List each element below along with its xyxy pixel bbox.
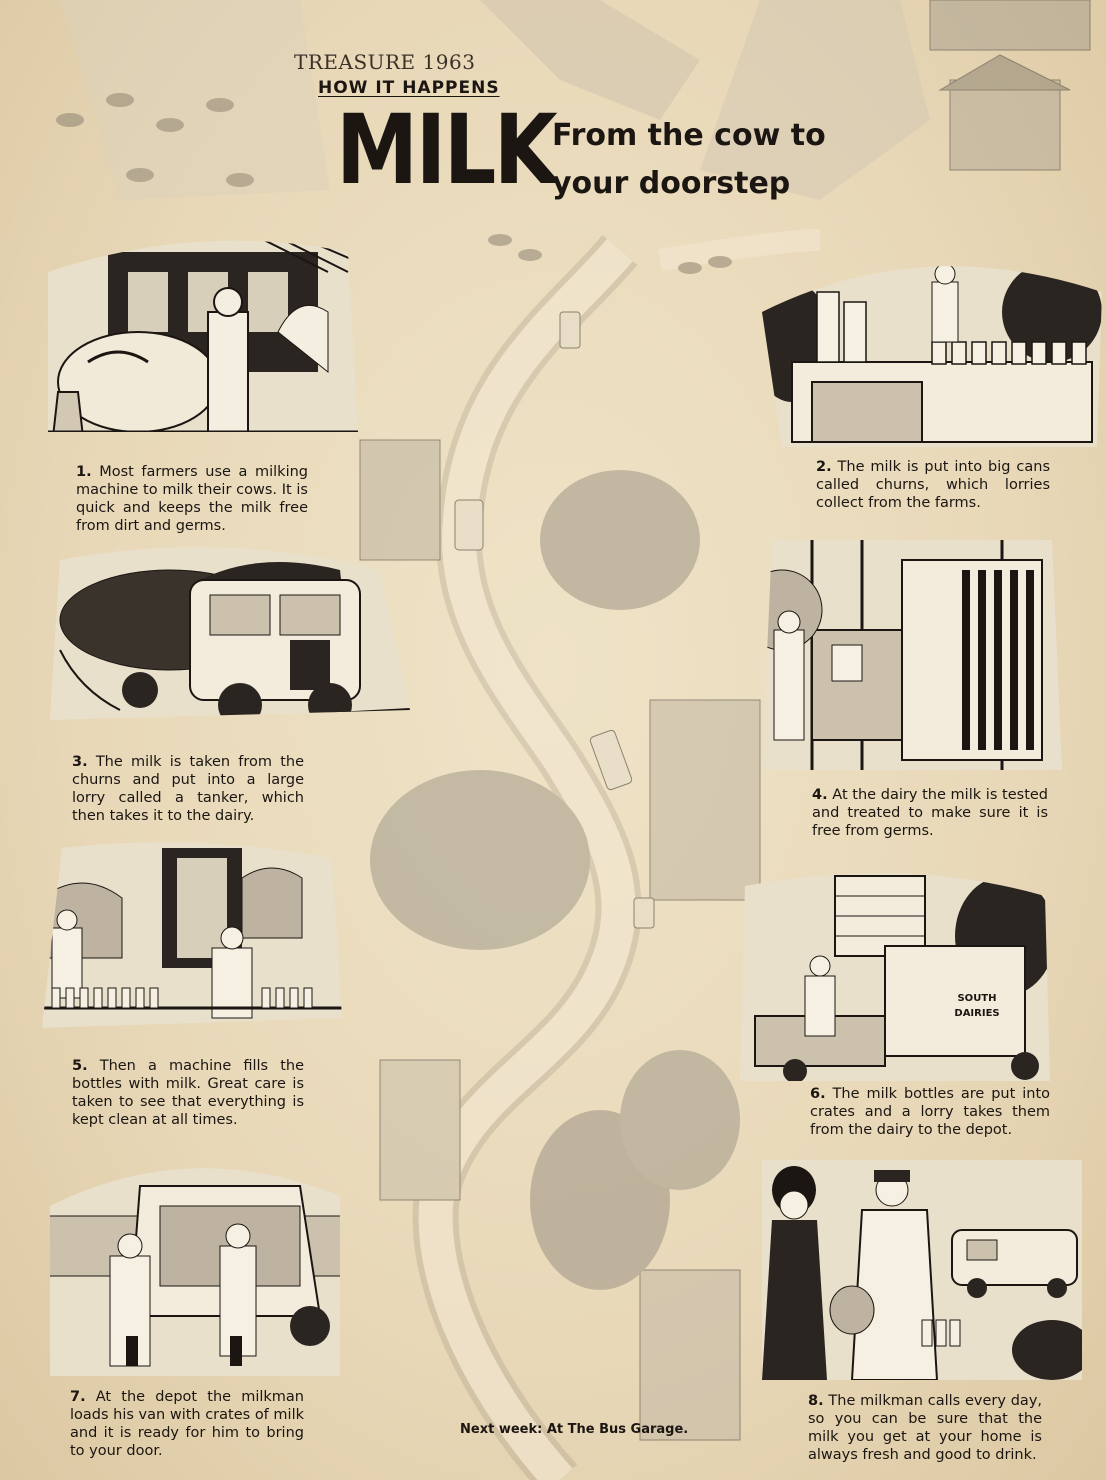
step-5-illustration	[42, 838, 342, 1048]
subtitle-line-2: your doorstep	[552, 166, 791, 201]
series-title: HOW IT HAPPENS	[318, 78, 500, 98]
step-text: The milk bottles are put into crates and…	[810, 1086, 1050, 1138]
lorry-sign: SOUTH	[957, 993, 996, 1004]
step-4-illustration	[752, 530, 1062, 780]
step-number: 7.	[70, 1389, 86, 1405]
step-6-caption: 6. The milk bottles are put into crates …	[810, 1085, 1050, 1139]
step-text: The milkman calls every day, so you can …	[808, 1393, 1043, 1463]
step-number: 2.	[816, 459, 832, 475]
step-number: 8.	[808, 1393, 824, 1409]
step-3-illustration	[40, 540, 410, 740]
step-number: 3.	[72, 754, 88, 770]
magazine-masthead: TREASURE 1963	[294, 50, 476, 74]
step-text: At the dairy the milk is tested and trea…	[812, 787, 1049, 839]
step-number: 1.	[76, 464, 92, 480]
page-title: MILK	[336, 94, 558, 206]
step-3-caption: 3. The milk is taken from the churns and…	[72, 753, 304, 825]
subtitle-line-1: From the cow to	[552, 118, 826, 153]
step-8-caption: 8. The milkman calls every day, so you c…	[808, 1392, 1042, 1464]
step-text: The milk is put into big cans called chu…	[816, 459, 1051, 511]
step-number: 4.	[812, 787, 828, 803]
step-text: Then a machine fills the bottles with mi…	[72, 1058, 305, 1128]
step-text: At the depot the milkman loads his van w…	[70, 1389, 304, 1459]
step-1-caption: 1. Most farmers use a milking machine to…	[76, 463, 308, 535]
step-1-illustration	[48, 232, 358, 462]
step-4-caption: 4. At the dairy the milk is tested and t…	[812, 786, 1048, 840]
step-number: 6.	[810, 1086, 826, 1102]
next-week-note: Next week: At The Bus Garage.	[460, 1422, 689, 1437]
svg-text:DAIRIES: DAIRIES	[954, 1008, 999, 1019]
step-number: 5.	[72, 1058, 88, 1074]
step-2-caption: 2. The milk is put into big cans called …	[816, 458, 1050, 512]
step-7-illustration	[40, 1136, 350, 1386]
step-text: The milk is taken from the churns and pu…	[72, 754, 305, 824]
step-text: Most farmers use a milking machine to mi…	[76, 464, 308, 534]
step-2-illustration	[752, 252, 1102, 452]
step-7-caption: 7. At the depot the milkman loads his va…	[70, 1388, 304, 1460]
step-8-illustration	[752, 1150, 1087, 1385]
page-subtitle: From the cow to your doorstep	[552, 112, 852, 208]
step-6-illustration: SOUTH DAIRIES	[735, 866, 1055, 1086]
step-5-caption: 5. Then a machine fills the bottles with…	[72, 1057, 304, 1129]
